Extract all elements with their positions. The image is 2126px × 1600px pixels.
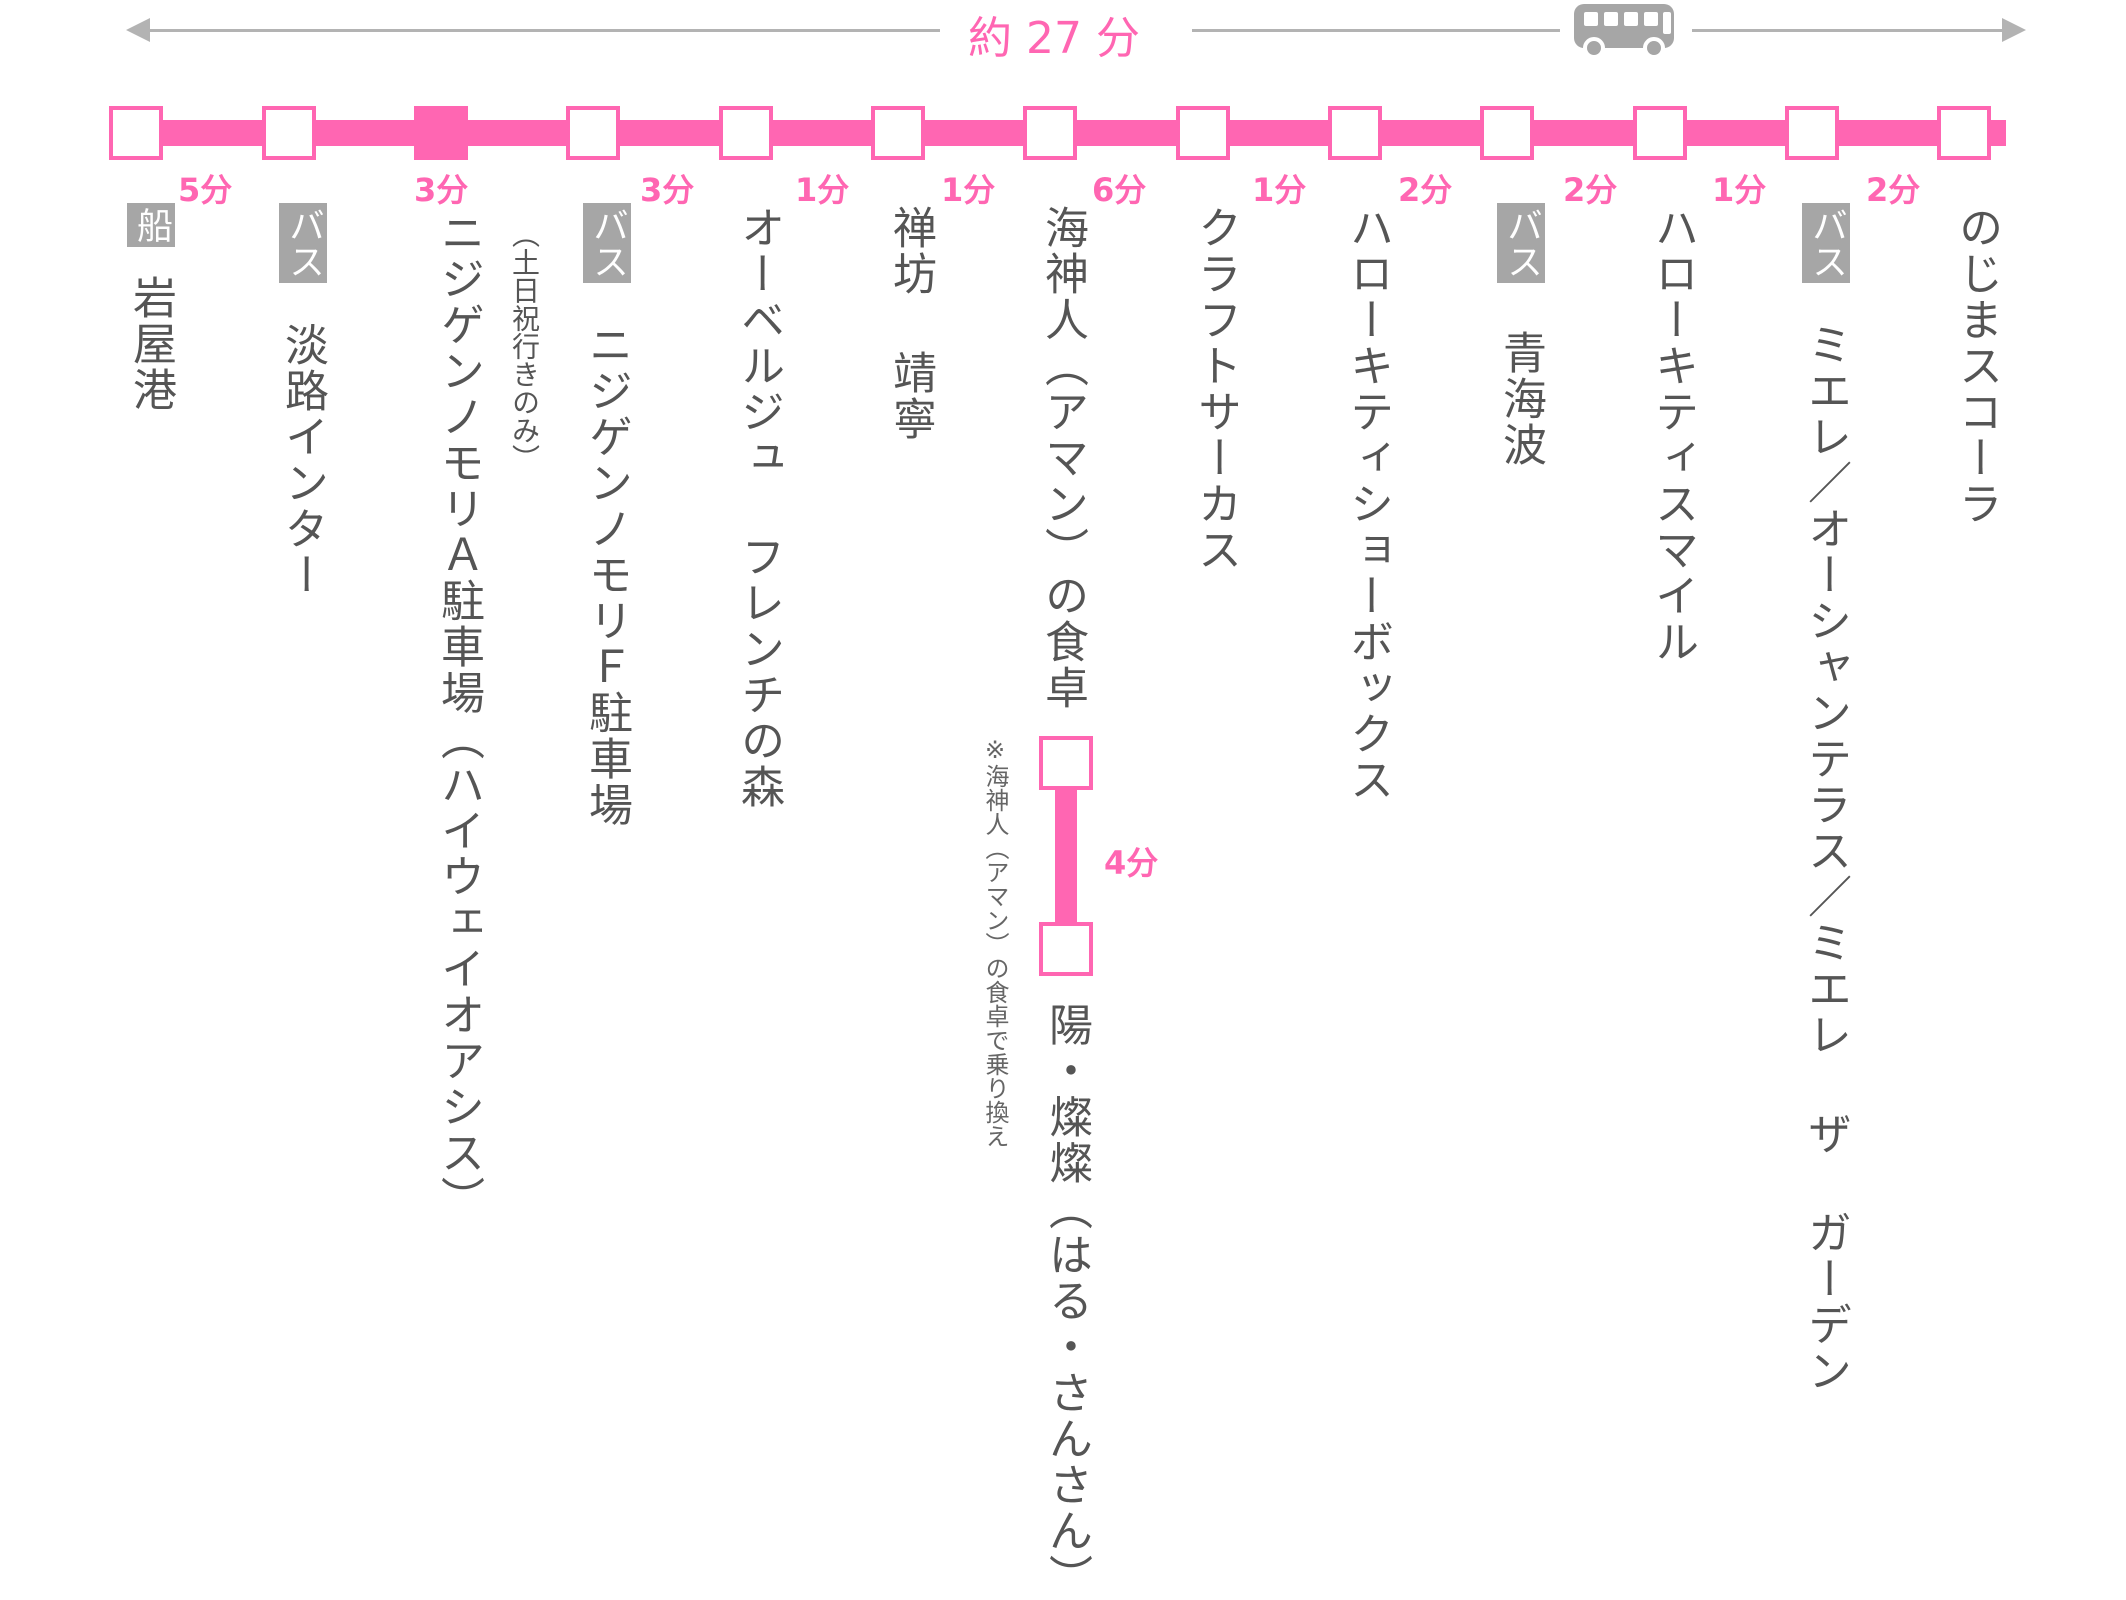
stop-name: 禅坊 靖寧: [885, 205, 936, 442]
stop-name: ミエレ／オーシャンテラス／ミエレ ザ ガーデン: [1800, 322, 1851, 1394]
segment-duration: 1分: [1712, 171, 1767, 209]
segment-duration: 2分: [1398, 171, 1453, 209]
stop-marker: [1785, 106, 1839, 160]
stop-note: （土日祝行きのみ）: [508, 220, 541, 472]
arrow-right-icon: [2002, 18, 2026, 42]
segment-duration: 3分: [640, 171, 695, 209]
stop-name: 海神人（アマン）の食卓: [1037, 205, 1088, 711]
segment-duration: 6分: [1092, 171, 1147, 209]
arrow-left-icon: [126, 18, 150, 42]
branch-line: [1055, 782, 1077, 924]
total-arrow-line-right: [1692, 29, 2004, 32]
segment-duration: 1分: [941, 171, 996, 209]
stop-name: オーベルジュ フレンチの森: [733, 205, 784, 810]
stop-marker: [109, 106, 163, 160]
segment-duration: 1分: [795, 171, 850, 209]
segment-duration: 2分: [1866, 171, 1921, 209]
branch-stop-name: 陽・燦燦（はる・さんさん）: [1041, 1002, 1092, 1600]
segment-duration: 1分: [1252, 171, 1307, 209]
stop-marker: [1023, 106, 1077, 160]
transport-tag: バス: [279, 203, 327, 283]
stop-marker: [1480, 106, 1534, 160]
stop-name: クラフトサーカス: [1190, 205, 1241, 573]
stop-name: 岩屋港: [125, 275, 176, 413]
stop-name: ハローキティスマイル: [1647, 205, 1698, 665]
transport-tag: 船: [127, 203, 175, 247]
stop-name: 淡路インター: [277, 322, 328, 598]
stop-marker-weekend: [414, 106, 468, 160]
stop-marker: [1176, 106, 1230, 160]
segment-duration: 2分: [1563, 171, 1618, 209]
segment-duration: 5分: [178, 171, 233, 209]
stop-name: ニジゲンノモリＡ駐車場（ハイウェイオアシス）: [433, 210, 484, 1222]
stop-marker: [719, 106, 773, 160]
total-arrow-line-mid: [1192, 29, 1560, 32]
transport-tag: バス: [1497, 203, 1545, 283]
branch-duration: 4分: [1104, 844, 1159, 882]
stop-marker: [1633, 106, 1687, 160]
transport-tag: バス: [583, 203, 631, 283]
transfer-note: ※海神人（アマン）の食卓で乗り換え: [981, 736, 1009, 1148]
stop-name: 青海波: [1495, 330, 1546, 468]
total-arrow-line-left: [140, 29, 940, 32]
stop-name: ハローキティショーボックス: [1342, 205, 1393, 803]
stop-marker: [566, 106, 620, 160]
stop-name: ニジゲンノモリＦ駐車場: [581, 322, 632, 828]
branch-stop-marker-start: [1039, 736, 1093, 790]
stop-marker: [871, 106, 925, 160]
stop-marker: [262, 106, 316, 160]
bus-icon: [1574, 4, 1674, 59]
stop-marker: [1328, 106, 1382, 160]
segment-duration: 3分: [414, 171, 469, 209]
branch-stop-marker-end: [1039, 922, 1093, 976]
total-time-label: 約 27 分: [968, 13, 1140, 64]
stop-name: のじまスコーラ: [1951, 205, 2002, 527]
transport-tag: バス: [1802, 203, 1850, 283]
stop-marker: [1937, 106, 1991, 160]
